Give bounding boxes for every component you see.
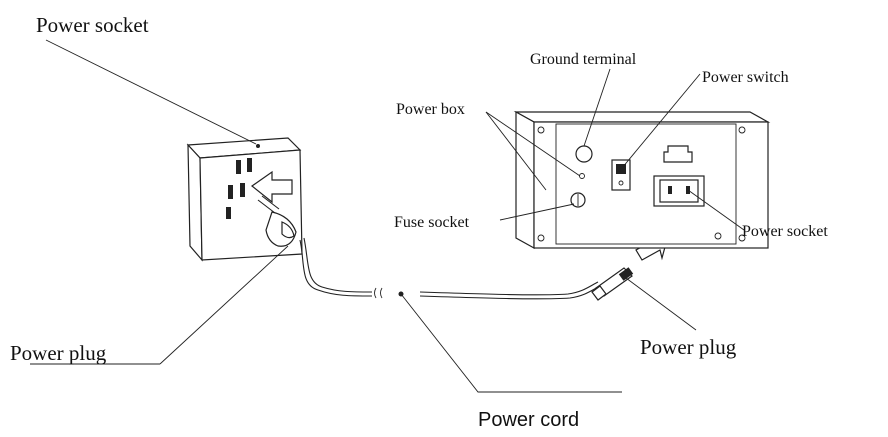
leader-fuse-socket (499, 203, 575, 221)
label-fuse-socket: Fuse socket (394, 214, 470, 231)
leader-power-socket-wall (45, 39, 257, 145)
leader-power-box-b (485, 111, 547, 191)
leader-power-switch (621, 73, 701, 169)
label-power-cord: Power cord (478, 409, 579, 431)
label-ground-terminal: Ground terminal (530, 51, 637, 68)
leader-ground-terminal (583, 68, 611, 147)
insert-arrow-icon (250, 170, 293, 204)
label-power-plug-right: Power plug (640, 335, 737, 359)
leader-power-plug-left-diag (159, 245, 289, 365)
power-cord-right (419, 285, 601, 300)
leader-power-cord (400, 293, 622, 393)
power-panel-icon (513, 110, 771, 250)
plug-icon (257, 195, 297, 247)
label-power-box: Power box (396, 101, 465, 118)
label-power-socket-panel: Power socket (742, 223, 828, 240)
power-cord-left (299, 239, 373, 297)
leader-power-plug-right (625, 277, 697, 331)
iec-plug-icon (591, 267, 634, 301)
leader-power-box-a (485, 111, 581, 177)
label-power-switch: Power switch (702, 69, 789, 86)
label-power-plug-left: Power plug (10, 341, 107, 365)
label-power-socket-wall: Power socket (36, 13, 149, 37)
leader-power-socket-panel (687, 189, 745, 231)
